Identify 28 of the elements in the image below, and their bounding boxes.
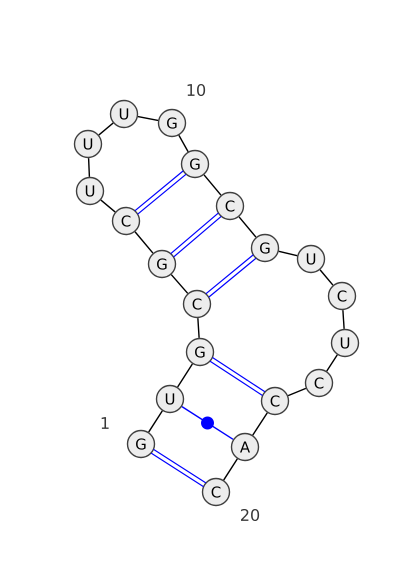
backbone-line (178, 135, 189, 152)
backbone-line (170, 274, 188, 294)
backbone-line (238, 216, 256, 238)
base-pair-line (150, 448, 206, 488)
backbone-line (100, 200, 116, 212)
backbone-line (197, 318, 200, 338)
position-number: 20 (241, 508, 260, 522)
backbone-line (204, 174, 222, 196)
backbone-line (288, 388, 306, 396)
backbone-line (278, 250, 298, 256)
backbone-line (326, 354, 338, 372)
backbone-line (88, 158, 90, 177)
backbone-line (223, 458, 238, 480)
backbone-line (98, 122, 114, 136)
backbone-line (342, 310, 345, 329)
backbone-line (138, 116, 158, 122)
base-pair-line (205, 254, 257, 298)
base-pair-line (210, 356, 266, 396)
position-number: 10 (188, 84, 206, 96)
backbone-line (148, 410, 163, 432)
backbone-line (320, 269, 334, 286)
base-pair-line (134, 170, 187, 215)
backbone-line (252, 412, 268, 436)
backbone-line (177, 364, 193, 388)
backbone-line (134, 231, 154, 254)
base-pair-line (170, 212, 222, 258)
base-pair-dot-line (182, 406, 234, 440)
position-number: 1 (102, 417, 109, 429)
